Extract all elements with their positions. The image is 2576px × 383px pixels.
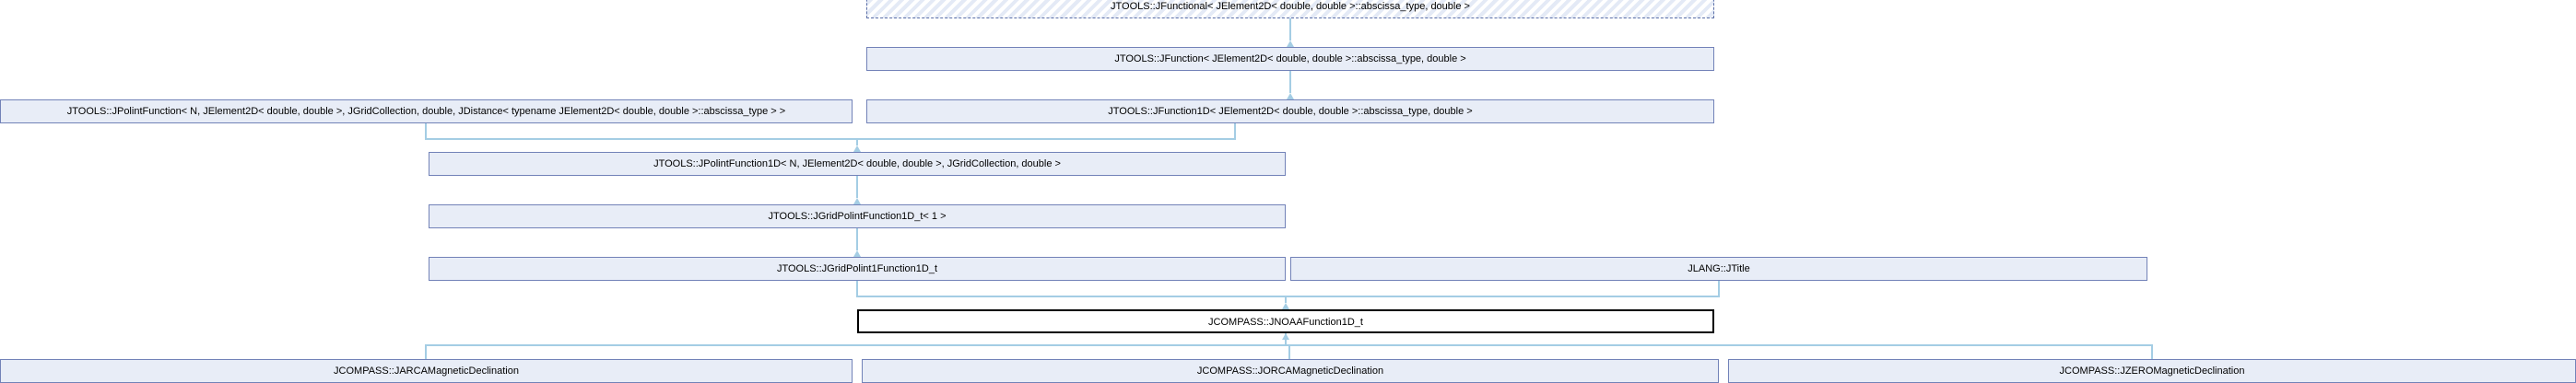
node-label: JTOOLS::JGridPolint1Function1D_t [776,263,938,274]
node-jtools-jfunction1d[interactable]: JTOOLS::JFunction1D< JElement2D< double,… [866,99,1714,123]
arrowhead-jgridpolint1function1d [853,250,861,257]
node-label: JCOMPASS::JARCAMagneticDeclination [334,366,519,377]
arrowhead-up-jnoaafunction [1282,333,1289,340]
arrowhead-jpolintfunction1d [853,145,861,152]
edge-to-jorca [1288,344,1290,359]
node-label: JLANG::JTitle [1688,263,1750,274]
edge-jpolintfunction1d-jgridpolint [856,176,858,198]
node-jcompass-jorcamagneticdeclination[interactable]: JCOMPASS::JORCAMagneticDeclination [862,359,1719,383]
node-label: JTOOLS::JPolintFunction1D< N, JElement2D… [653,158,1061,169]
node-jtools-jpolintfunction[interactable]: JTOOLS::JPolintFunction< N, JElement2D< … [0,99,853,123]
edge-jpolintfunction-down [425,123,427,138]
node-label: JTOOLS::JFunction1D< JElement2D< double,… [1108,106,1473,117]
edge-jfunctional-jfunction [1289,18,1291,41]
edge-jfunction-jfunction1d [1289,71,1291,93]
node-label: JTOOLS::JFunctional< JElement2D< double,… [1111,1,1470,12]
edge-jgridpolint-jgridpolint1 [856,228,858,250]
node-jlang-jtitle[interactable]: JLANG::JTitle [1290,257,2147,281]
edge-jtitle-down [1718,281,1720,296]
node-jtools-jgridpolintfunction1d-t[interactable]: JTOOLS::JGridPolintFunction1D_t< 1 > [429,204,1286,228]
node-label: JTOOLS::JFunction< JElement2D< double, d… [1114,53,1466,64]
node-label: JCOMPASS::JORCAMagneticDeclination [1196,366,1384,377]
arrowhead-jfunction [1287,41,1294,47]
node-jtools-jfunction[interactable]: JTOOLS::JFunction< JElement2D< double, d… [866,47,1714,71]
edge-join-row3-row4 [425,138,1236,140]
node-jtools-jgridpolint1function1d-t[interactable]: JTOOLS::JGridPolint1Function1D_t [429,257,1286,281]
node-label: JCOMPASS::JZEROMagneticDeclination [2059,366,2245,377]
edge-join-to-jpolintfunction1d [856,138,858,145]
node-jcompass-jnoaafunction1d-t[interactable]: JCOMPASS::JNOAAFunction1D_t [857,309,1714,333]
edge-to-jarca [425,344,427,359]
arrowhead-jgridpolintfunction1d [853,198,861,204]
node-jtools-jfunctional[interactable]: JTOOLS::JFunctional< JElement2D< double,… [866,0,1714,18]
arrowhead-jnoaafunction1d [1282,303,1289,309]
edge-join-to-jnoaafunction [1285,296,1287,303]
arrowhead-jfunction1d [1287,93,1294,99]
node-label: JCOMPASS::JNOAAFunction1D_t [1208,317,1363,328]
edge-jgridpolint1-down [856,281,858,296]
node-jtools-jpolintfunction1d[interactable]: JTOOLS::JPolintFunction1D< N, JElement2D… [429,152,1286,176]
node-jcompass-jzeromagneticdeclination[interactable]: JCOMPASS::JZEROMagneticDeclination [1728,359,2576,383]
edge-join-row6-row7 [856,296,1720,297]
edge-jfunction1d-down [1234,123,1236,138]
edge-to-jzero [2151,344,2153,359]
node-label: JTOOLS::JGridPolintFunction1D_t< 1 > [768,211,947,222]
node-jcompass-jarcamagneticdeclination[interactable]: JCOMPASS::JARCAMagneticDeclination [0,359,853,383]
node-label: JTOOLS::JPolintFunction< N, JElement2D< … [66,106,786,117]
